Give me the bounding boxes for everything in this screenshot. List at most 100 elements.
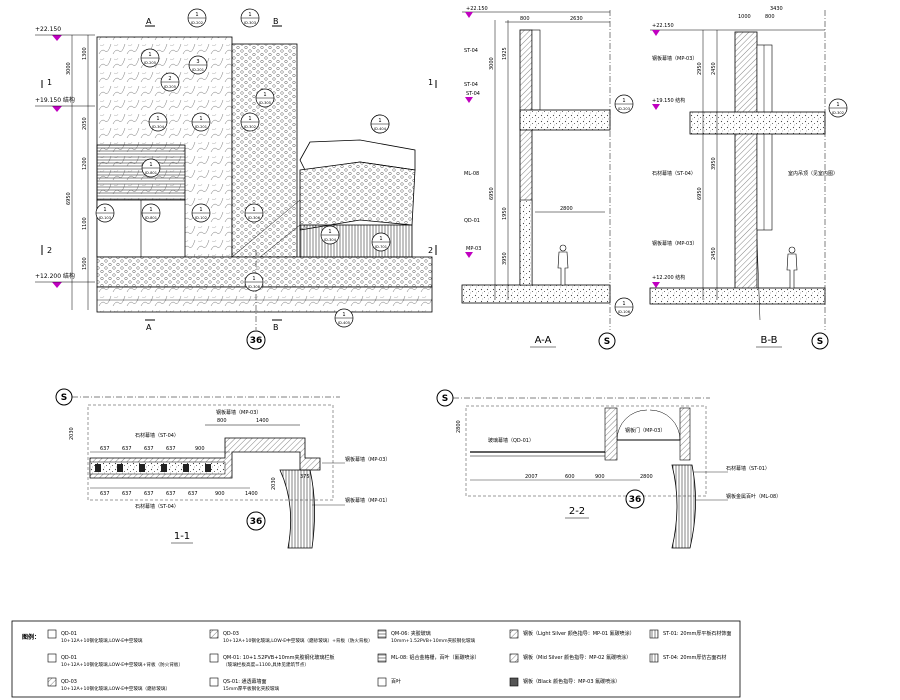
- svg-text:S: S: [442, 394, 448, 404]
- legend-code: ST-01: 20mm厚平板石材饰面: [663, 630, 731, 637]
- plan-11-drawing: S 2030 800 1400 637 637 637 637 900 637 …: [55, 388, 390, 549]
- callout-number: 1: [379, 236, 382, 242]
- level-marker-mid: +19.150 结构: [35, 96, 95, 112]
- dim-text: 2007: [525, 474, 538, 480]
- dim-text: 3000: [66, 62, 72, 75]
- label-text: MP-03: [466, 246, 481, 252]
- cut-label-2: 2: [47, 246, 52, 255]
- legend-swatch: [47, 677, 57, 687]
- label-text: 玻璃幕墙（QD-01）: [488, 437, 534, 444]
- detail-callout: 1JD-305: [255, 88, 275, 108]
- dim-text: 900: [595, 474, 605, 480]
- callout-ref: JD-202: [190, 21, 203, 25]
- door-swing: [649, 409, 681, 441]
- callout-ref: JD-405: [337, 321, 350, 325]
- ground-slab: [461, 284, 611, 304]
- legend-swatch: [509, 629, 519, 639]
- legend-title: 图例：: [22, 633, 40, 641]
- label-text: 钢板幕墙（MP-01）: [345, 497, 390, 504]
- callout-number: 1: [199, 116, 202, 122]
- dim-text: 1200: [82, 157, 88, 170]
- legend-swatch: [509, 653, 519, 663]
- detail-callout: 1JD-404: [370, 114, 390, 134]
- grid-bubble-s: S: [55, 388, 73, 406]
- dim-text: 2030: [69, 427, 75, 440]
- callout-ref: JD-701: [374, 245, 387, 249]
- ground-slab: [649, 287, 826, 305]
- legend-swatch: [47, 629, 57, 639]
- elevation-drawing: +22.150 +19.150 结构 +12.200 结构 3000 6950 …: [35, 8, 437, 350]
- dim-text: 3000: [489, 57, 495, 70]
- label-text: ML-08: [464, 171, 479, 177]
- callout-number: 1: [156, 116, 159, 122]
- callout-number: 1: [378, 118, 381, 124]
- label-text: 钢板幕墙（MP-03）: [216, 409, 261, 416]
- legend-item: QD-0310+12A+10钢化玻璃,LOW-E中空玻璃（磨砂玻璃）+背板（防火…: [209, 629, 373, 644]
- legend-text: 10+12A+10钢化玻璃,LOW-E中空玻璃（磨砂玻璃）: [61, 685, 170, 692]
- detail-callout: 1JD-102: [191, 203, 211, 223]
- label-text: 钢板幕墙（MP-03）: [652, 55, 697, 62]
- dim-text: 2050: [82, 117, 88, 130]
- dim-text: 2800: [456, 420, 462, 433]
- legend-code: 百叶: [391, 678, 401, 685]
- callout-number: 3: [196, 59, 199, 65]
- legend-swatch: [209, 629, 219, 639]
- detail-callout: 1JD-304: [320, 225, 340, 245]
- detail-callout: 1JD-302: [240, 112, 260, 132]
- legend-item: ML-08: 铝合金格栅，百叶（氟碳喷涂）: [377, 653, 479, 663]
- detail-callout: 1JD-205: [140, 48, 160, 68]
- legend-code: QS-01: 通透幕墙面: [223, 678, 267, 685]
- callout-ref: JD-205: [163, 85, 176, 89]
- dim-text: 2630: [570, 16, 583, 22]
- callout-ref: JD-303: [243, 21, 256, 25]
- label-text: 钢板门（MP-03）: [625, 427, 665, 434]
- callout-ref: JD-304: [323, 238, 337, 242]
- callout-number: 1: [148, 52, 151, 58]
- dim-text: 1000: [738, 14, 751, 20]
- grid-bubble-s: S: [598, 332, 616, 350]
- legend-text: 10mm+1.52PVB+10mm夹胶钢化玻璃: [391, 637, 476, 644]
- callout-number: 1: [328, 229, 331, 235]
- legend-code: QD-01: [61, 631, 77, 637]
- label-text: 石材幕墙（ST-04）: [652, 170, 696, 177]
- label-text: 室内吊顶（见室内图）: [788, 170, 838, 177]
- dim-text: 800: [765, 14, 775, 20]
- post-mark: [117, 464, 123, 472]
- callout-ref: JD-308: [247, 285, 261, 289]
- section-slab: [519, 109, 611, 131]
- callout-number: 1: [248, 116, 251, 122]
- label-text: ST-04: [464, 82, 478, 88]
- dim-text: 6950: [489, 187, 495, 200]
- perforated-panel: [231, 43, 298, 258]
- label-text: 钢板幕墙（MP-03）: [652, 240, 697, 247]
- dim-text: 2030: [271, 477, 277, 490]
- svg-text:36: 36: [250, 336, 263, 346]
- post-mark: [205, 464, 211, 472]
- detail-callout: 1JD-106: [614, 297, 634, 317]
- legend-code: 钢板（Mid Silver 颜色指导：MP-02 氟碳喷涂）: [523, 654, 631, 661]
- callout-number: 2: [168, 76, 171, 82]
- curved-wall: [279, 469, 315, 549]
- legend-item: 百叶: [377, 677, 401, 687]
- svg-text:36: 36: [250, 517, 263, 527]
- canopy-louver: [299, 224, 413, 258]
- legend-item: QM-01: 10+1.52PVB+10mm夹胶钢化玻璃栏板（玻璃栏板高度=11…: [209, 653, 335, 668]
- cut-label-2: 2: [428, 246, 433, 255]
- legend-swatch: [377, 629, 387, 639]
- dim-text: 637: [122, 446, 132, 452]
- dim-text: 2450: [711, 62, 717, 75]
- plan-title: 1-1: [174, 531, 190, 542]
- dim-text: 2800: [560, 206, 573, 212]
- legend-code: ML-08: 铝合金格栅，百叶（氟碳喷涂）: [391, 654, 479, 661]
- legend-item: ST-01: 20mm厚平板石材饰面: [649, 629, 731, 639]
- cut-label-b: B: [273, 17, 279, 26]
- legend-frame: [11, 620, 741, 698]
- legend-text: 10+12A+10钢化玻璃,LOW-E中空玻璃（磨砂玻璃）+背板（防火背板）: [223, 637, 373, 644]
- detail-callout: 1JD-304: [148, 112, 168, 132]
- label-text: ST-04: [466, 91, 480, 97]
- dim-text: 3430: [770, 6, 783, 12]
- callout-number: 1: [252, 207, 255, 213]
